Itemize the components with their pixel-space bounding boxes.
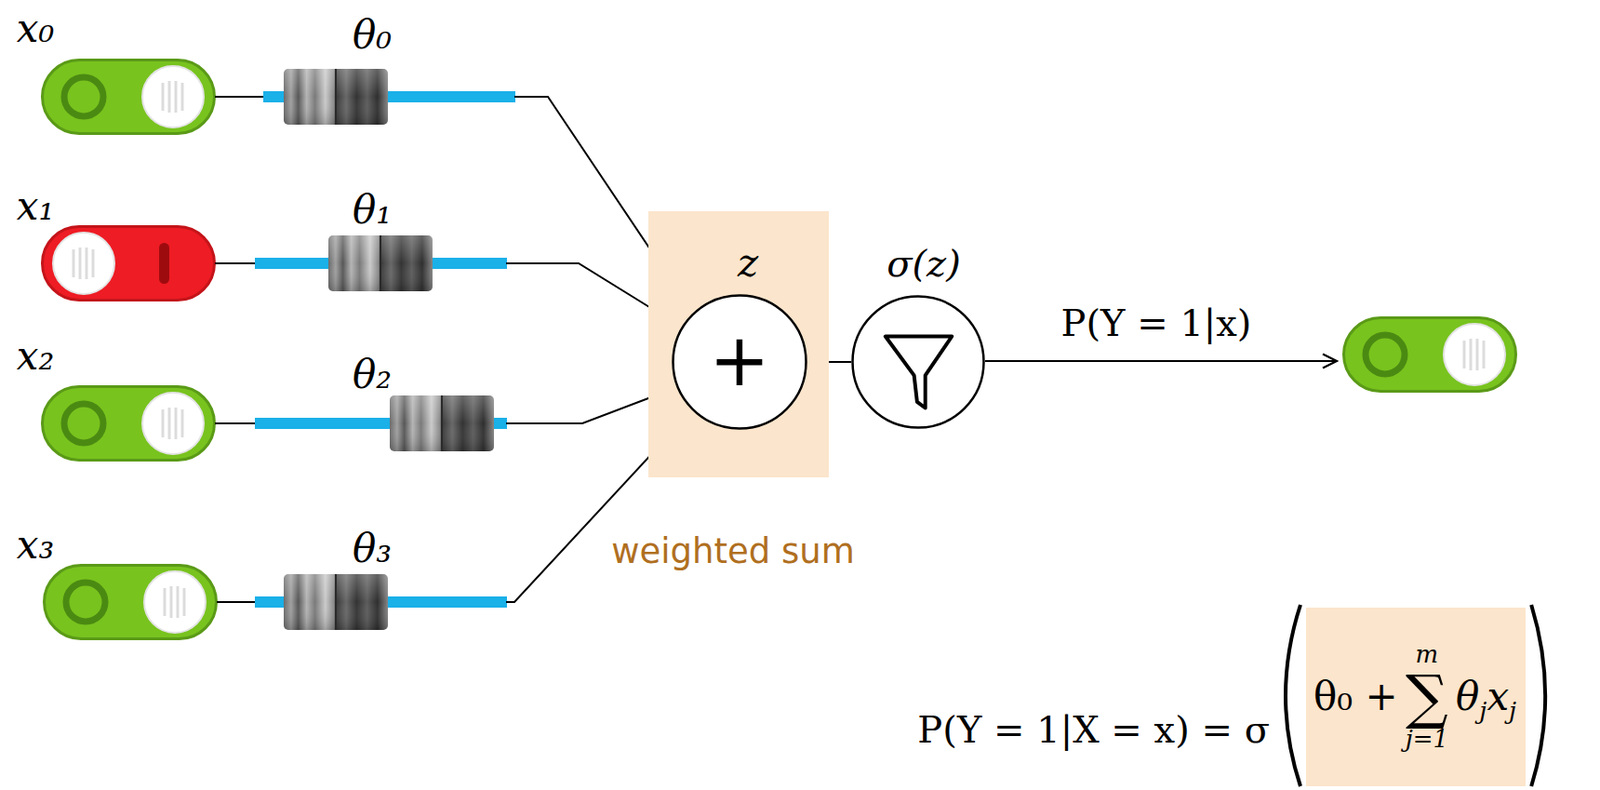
probability-label: P(Y = 1|X = x) = σ bbox=[917, 710, 1270, 748]
node-text: + bbox=[708, 323, 770, 397]
node-text: θ bbox=[1455, 677, 1480, 717]
circle-outline bbox=[853, 296, 985, 428]
node-text: z bbox=[737, 243, 759, 283]
node-text: m bbox=[1415, 641, 1440, 667]
slider-weight bbox=[389, 395, 494, 452]
slider-weight bbox=[283, 68, 388, 125]
node-text: θ₀ + bbox=[1313, 677, 1399, 717]
variable-label: θ₂ bbox=[352, 355, 392, 395]
variable-label: x₂ bbox=[16, 336, 55, 376]
circle-outline bbox=[673, 295, 807, 429]
wire bbox=[216, 600, 256, 603]
node-text: weighted sum bbox=[611, 533, 855, 569]
slider-weight bbox=[328, 235, 433, 292]
slider-weight bbox=[283, 573, 388, 630]
parenthesis bbox=[1285, 604, 1301, 787]
circle-outline bbox=[851, 294, 986, 429]
wire bbox=[214, 262, 256, 265]
output-toggle bbox=[1344, 318, 1517, 392]
variable-label: θ₃ bbox=[352, 529, 392, 569]
toggle-on bbox=[42, 60, 215, 134]
node-text: ∑ bbox=[1405, 666, 1449, 727]
sum-block: m∑j=1 bbox=[1405, 641, 1449, 753]
node-text: j bbox=[1508, 698, 1517, 723]
node-text: x bbox=[1486, 677, 1509, 717]
variable-label: x₃ bbox=[16, 525, 55, 565]
variable-label: θ₁ bbox=[352, 190, 392, 230]
parenthesis bbox=[1531, 604, 1546, 787]
weighted-sum-band: +zweighted sum bbox=[648, 211, 829, 478]
toggle-on bbox=[44, 565, 217, 640]
node-text: j bbox=[1479, 698, 1487, 723]
sum-circle: + bbox=[671, 293, 808, 430]
input-row bbox=[42, 386, 677, 461]
node-text: j=1 bbox=[1405, 726, 1449, 752]
toggle-off bbox=[42, 226, 215, 301]
variable-label: x₀ bbox=[16, 9, 55, 49]
sum-term: θjxj bbox=[1455, 677, 1517, 717]
variable-label: x₁ bbox=[16, 186, 55, 227]
sigmoid-circle: σ(z) bbox=[851, 294, 986, 429]
funnel-icon bbox=[885, 336, 953, 409]
input-row bbox=[44, 410, 694, 640]
node-text: σ(z) bbox=[886, 244, 961, 282]
probability-label: P(Y = 1|x) bbox=[1061, 304, 1253, 342]
variable-label: θ₀ bbox=[352, 15, 392, 55]
toggle-on bbox=[42, 386, 215, 461]
wire bbox=[214, 95, 265, 98]
formula-highlight: θ₀ +m∑j=1θjxj bbox=[1306, 607, 1526, 787]
input-row bbox=[42, 226, 682, 328]
output-arrow bbox=[985, 360, 1337, 362]
wire bbox=[214, 422, 256, 425]
